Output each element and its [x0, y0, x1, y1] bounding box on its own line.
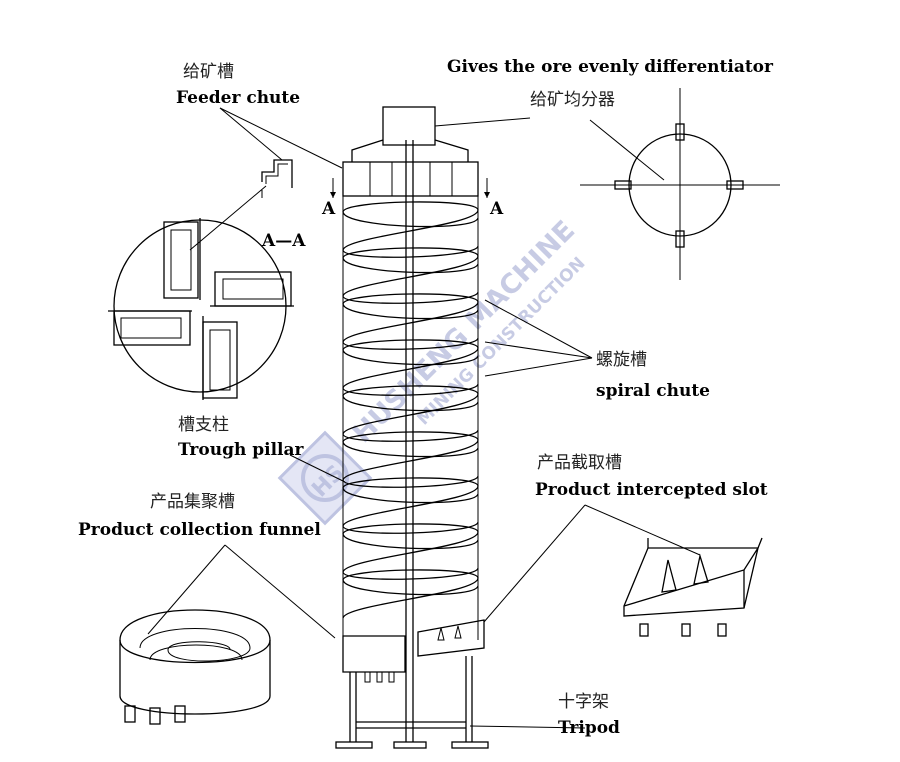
distributor-detail	[580, 88, 780, 280]
label-intercept-cn: 产品截取槽	[537, 453, 622, 473]
label-spiral-cn: 螺旋槽	[596, 350, 647, 370]
label-spiral-en: spiral chute	[596, 381, 710, 401]
watermark: HS HUSHENG MACHINE MINING CONSTRUCTION	[277, 215, 589, 526]
label-feeder-en: Feeder chute	[176, 88, 300, 108]
distributor-box	[382, 106, 436, 146]
section-title: A—A	[261, 231, 306, 251]
label-pillar-en: Trough pillar	[178, 440, 305, 460]
feeder-bracket-left	[351, 139, 384, 162]
labels: 给矿槽 Feeder chute Gives the ore evenly di…	[78, 57, 774, 738]
label-tripod-en: Tripod	[558, 718, 620, 738]
feeder-ring	[342, 161, 479, 197]
label-collection-en: Product collection funnel	[78, 520, 321, 540]
section-mark-right: A	[489, 199, 504, 219]
feeder-chute-detail	[261, 159, 293, 198]
section-mark-left: A	[321, 199, 336, 219]
label-pillar-cn: 槽支柱	[178, 415, 229, 435]
spiral-turns	[342, 196, 479, 640]
label-collection-cn: 产品集聚槽	[150, 492, 235, 512]
feeder-bracket-right	[434, 139, 469, 162]
tower-intercept-slot	[417, 619, 485, 657]
watermark-logo-box	[277, 430, 373, 526]
intercept-slot-detail	[623, 537, 763, 637]
tripod-stand	[335, 656, 489, 749]
label-tripod-cn: 十字架	[558, 692, 609, 712]
label-feeder-cn: 给矿槽	[183, 62, 234, 82]
section-a-a-view: A—A	[108, 218, 306, 400]
label-intercept-en: Product intercepted slot	[535, 480, 768, 500]
label-distributor-en: Gives the ore evenly differentiator	[447, 57, 774, 77]
label-distributor-cn: 给矿均分器	[530, 90, 615, 110]
tower-collection-funnel	[342, 635, 406, 673]
watermark-logo-ring	[301, 454, 349, 502]
product-collection-funnel-detail	[119, 609, 271, 725]
leader-lines	[147, 107, 701, 729]
